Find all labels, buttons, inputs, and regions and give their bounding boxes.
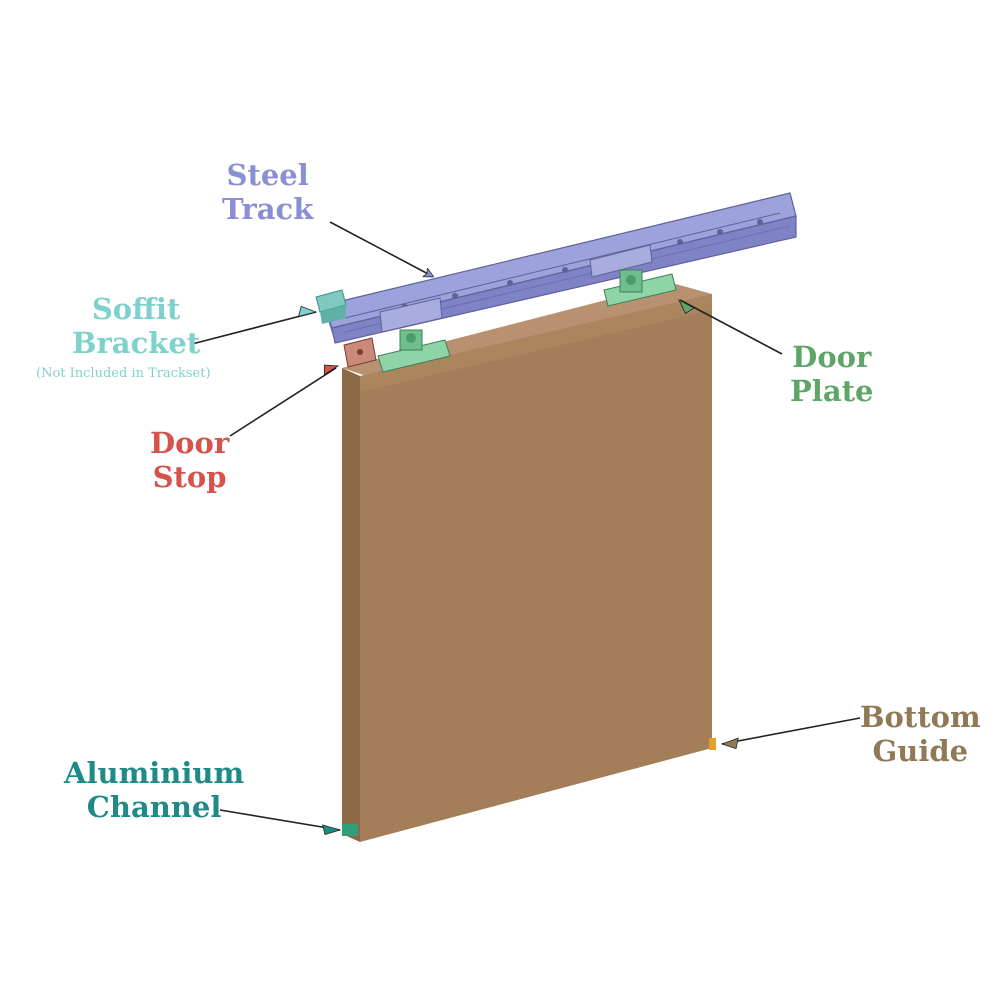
label-steel-track-line1: Steel	[226, 158, 309, 192]
arrow-heads	[297, 299, 739, 835]
door-face-shade	[360, 294, 712, 392]
aluminium-channel-part	[342, 824, 358, 836]
label-door-plate-line2: Plate	[790, 374, 874, 408]
door-side-edge	[342, 368, 360, 842]
arrow-icon	[191, 221, 861, 831]
label-soffit-bracket: Soffit Bracket	[72, 292, 200, 360]
label-soffit-bracket-line1: Soffit	[91, 292, 181, 326]
steel-track-part	[324, 192, 797, 344]
door-plate-part-right	[603, 269, 677, 307]
label-soffit-bracket-line2: Bracket	[72, 326, 201, 360]
label-bottom-guide-line2: Guide	[872, 734, 969, 768]
door-face	[360, 294, 712, 842]
label-door-plate: Door Plate	[790, 340, 873, 408]
door-stop-part	[343, 337, 377, 368]
label-bottom-guide: Bottom Guide	[860, 700, 981, 768]
label-aluminium-channel-line1: Aluminium	[64, 756, 245, 790]
label-door-stop: Door Stop	[150, 426, 229, 494]
label-aluminium-channel-line2: Channel	[86, 790, 222, 824]
label-door-stop-line1: Door	[150, 426, 230, 460]
door-plate-part-left	[377, 329, 451, 373]
label-soffit-bracket-note: (Not Included in Trackset)	[36, 366, 211, 381]
label-steel-track: Steel Track	[222, 158, 313, 226]
soffit-bracket-part	[315, 289, 347, 324]
label-door-stop-line2: Stop	[152, 460, 227, 494]
label-bottom-guide-line1: Bottom	[860, 700, 981, 734]
label-steel-track-line2: Track	[222, 192, 314, 226]
label-door-plate-line1: Door	[792, 340, 872, 374]
label-aluminium-channel: Aluminium Channel	[64, 756, 244, 824]
bottom-guide-part	[709, 738, 716, 750]
